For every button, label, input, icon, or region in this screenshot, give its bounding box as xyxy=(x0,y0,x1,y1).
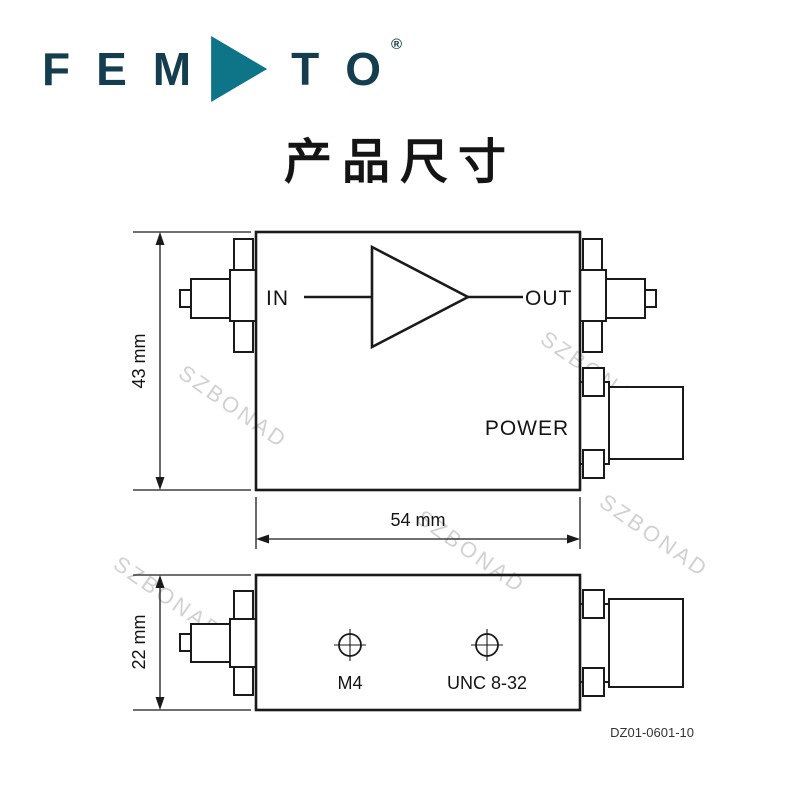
output-label: OUT xyxy=(525,287,572,310)
logo-letter-m: M xyxy=(152,43,192,95)
bottom-view-body xyxy=(254,573,582,712)
logo-letter-e: E xyxy=(96,43,127,95)
femto-logo: F E M T O ® xyxy=(42,36,402,102)
output-connector xyxy=(579,238,657,353)
amplifier-triangle-icon xyxy=(211,36,268,102)
m4-label: M4 xyxy=(337,673,362,693)
bottom-view: M4 UNC 8-32 xyxy=(179,573,684,712)
doc-number: DZ01-0601-10 xyxy=(610,725,694,740)
logo-letter-t: T xyxy=(291,43,320,95)
top-view: IN OUT POWER xyxy=(179,230,684,492)
bottom-power-connector xyxy=(579,589,684,697)
dimension-54mm-label: 54 mm xyxy=(390,510,445,530)
input-label: IN xyxy=(266,287,289,310)
dimension-22mm-label: 22 mm xyxy=(129,614,149,669)
page-title: 产品尺寸 xyxy=(283,136,516,189)
mounting-hole-unc xyxy=(471,629,503,661)
logo-letter-o: O xyxy=(345,43,382,95)
mounting-hole-m4 xyxy=(334,629,366,661)
dimension-43mm-label: 43 mm xyxy=(129,333,149,388)
input-connector xyxy=(179,238,257,353)
power-label: POWER xyxy=(485,417,569,440)
top-view-body xyxy=(254,230,582,492)
registered-trademark: ® xyxy=(391,36,403,53)
bottom-input-connector xyxy=(179,590,257,696)
unc-label: UNC 8-32 xyxy=(447,673,527,693)
power-connector xyxy=(579,367,684,479)
dimension-54mm: 54 mm xyxy=(255,497,581,549)
dimension-43mm: 43 mm xyxy=(129,231,251,491)
dimension-22mm: 22 mm xyxy=(129,574,251,711)
logo-letter-f: F xyxy=(42,43,71,95)
amplifier-symbol xyxy=(304,244,523,350)
